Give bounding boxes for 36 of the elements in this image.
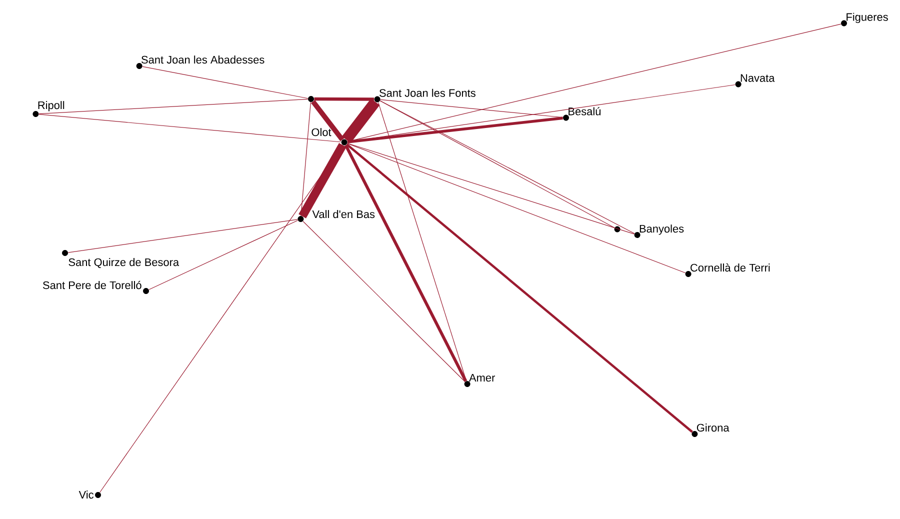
place-name: Girona	[696, 424, 730, 432]
connection-line	[346, 143, 693, 433]
connection-line	[347, 24, 842, 142]
place-name: Ripoll	[38, 101, 64, 112]
connection-line	[302, 220, 466, 382]
place-name: Banyoles	[640, 224, 684, 235]
connection-line	[38, 114, 342, 142]
connection-line	[298, 142, 346, 218]
connection-line	[347, 142, 635, 234]
connection-line	[68, 219, 298, 253]
place-name: Vall d'en Bas	[312, 210, 375, 218]
connection-line	[380, 99, 564, 118]
place-name: Cornellà de Terri	[690, 263, 770, 272]
place-name: Olot	[312, 128, 332, 136]
connection-line	[347, 143, 686, 274]
connection-line	[142, 66, 308, 99]
place-name: Sant Pere de Torelló	[43, 280, 142, 290]
connection-line	[347, 84, 736, 142]
place-name: Amer	[469, 374, 495, 382]
connection-line	[347, 116, 563, 144]
connection-line	[38, 98, 308, 114]
connection-line	[148, 220, 298, 290]
connection-line	[100, 144, 343, 493]
connection-line	[344, 144, 468, 382]
place-name: Sant Joan les Fonts	[380, 88, 476, 97]
connection-line	[300, 102, 312, 216]
place-name: Besalú	[568, 107, 600, 116]
connection-line	[378, 102, 467, 382]
place-name: Navata	[740, 74, 775, 82]
connection-line	[310, 100, 344, 142]
place-name: Figueres	[846, 12, 888, 24]
place-name: Sant Joan les Abadesses	[142, 56, 264, 64]
connection-line	[314, 97, 374, 101]
place-name: Vic	[78, 490, 94, 499]
connection-line	[342, 98, 380, 144]
place-name: Sant Quirze de Besora	[68, 258, 180, 268]
